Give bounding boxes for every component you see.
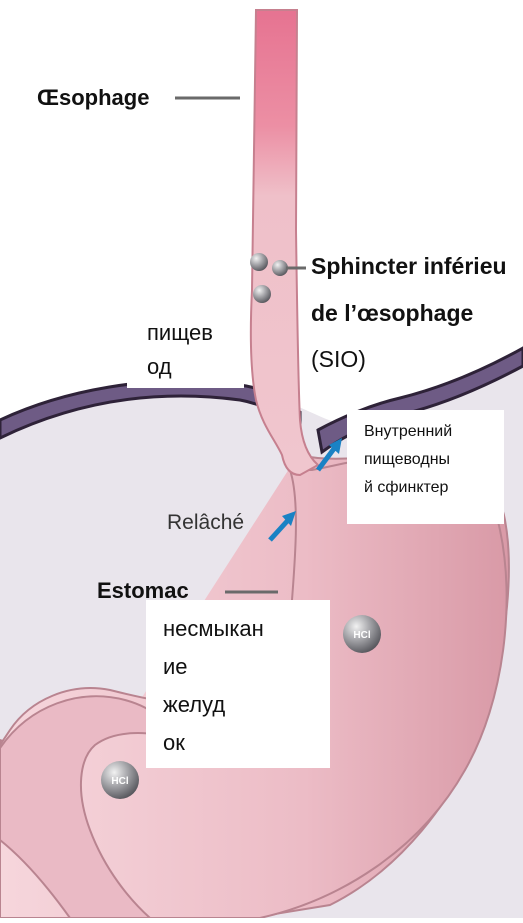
hcl-ball-center-text: HCl xyxy=(353,630,370,641)
hcl-ball-stomach-left: HCl xyxy=(101,761,139,799)
esophagus-ru-overlay: пищев од xyxy=(127,313,244,388)
hcl-bubble-3 xyxy=(253,285,271,303)
sphincter-label-line2: de l’œsophage xyxy=(311,300,473,327)
hcl-bubble-1 xyxy=(250,253,268,271)
esophagus-tube xyxy=(251,10,318,475)
sphincter-ru-overlay: Внутренний пищеводны й сфинктер xyxy=(347,410,504,524)
hcl-ball-left-text: HCl xyxy=(111,776,128,787)
relaxed-label: Relâché xyxy=(167,511,244,535)
hcl-bubble-2 xyxy=(272,260,288,276)
sphincter-abbr-label: (SIO) xyxy=(311,346,366,373)
stomach-ru-overlay: несмыкан ие желуд ок xyxy=(146,600,330,768)
sphincter-label-line1: Sphincter inférieu xyxy=(311,253,507,280)
hcl-ball-stomach-center: HCl xyxy=(343,615,381,653)
esophagus-label: Œsophage xyxy=(37,85,149,111)
